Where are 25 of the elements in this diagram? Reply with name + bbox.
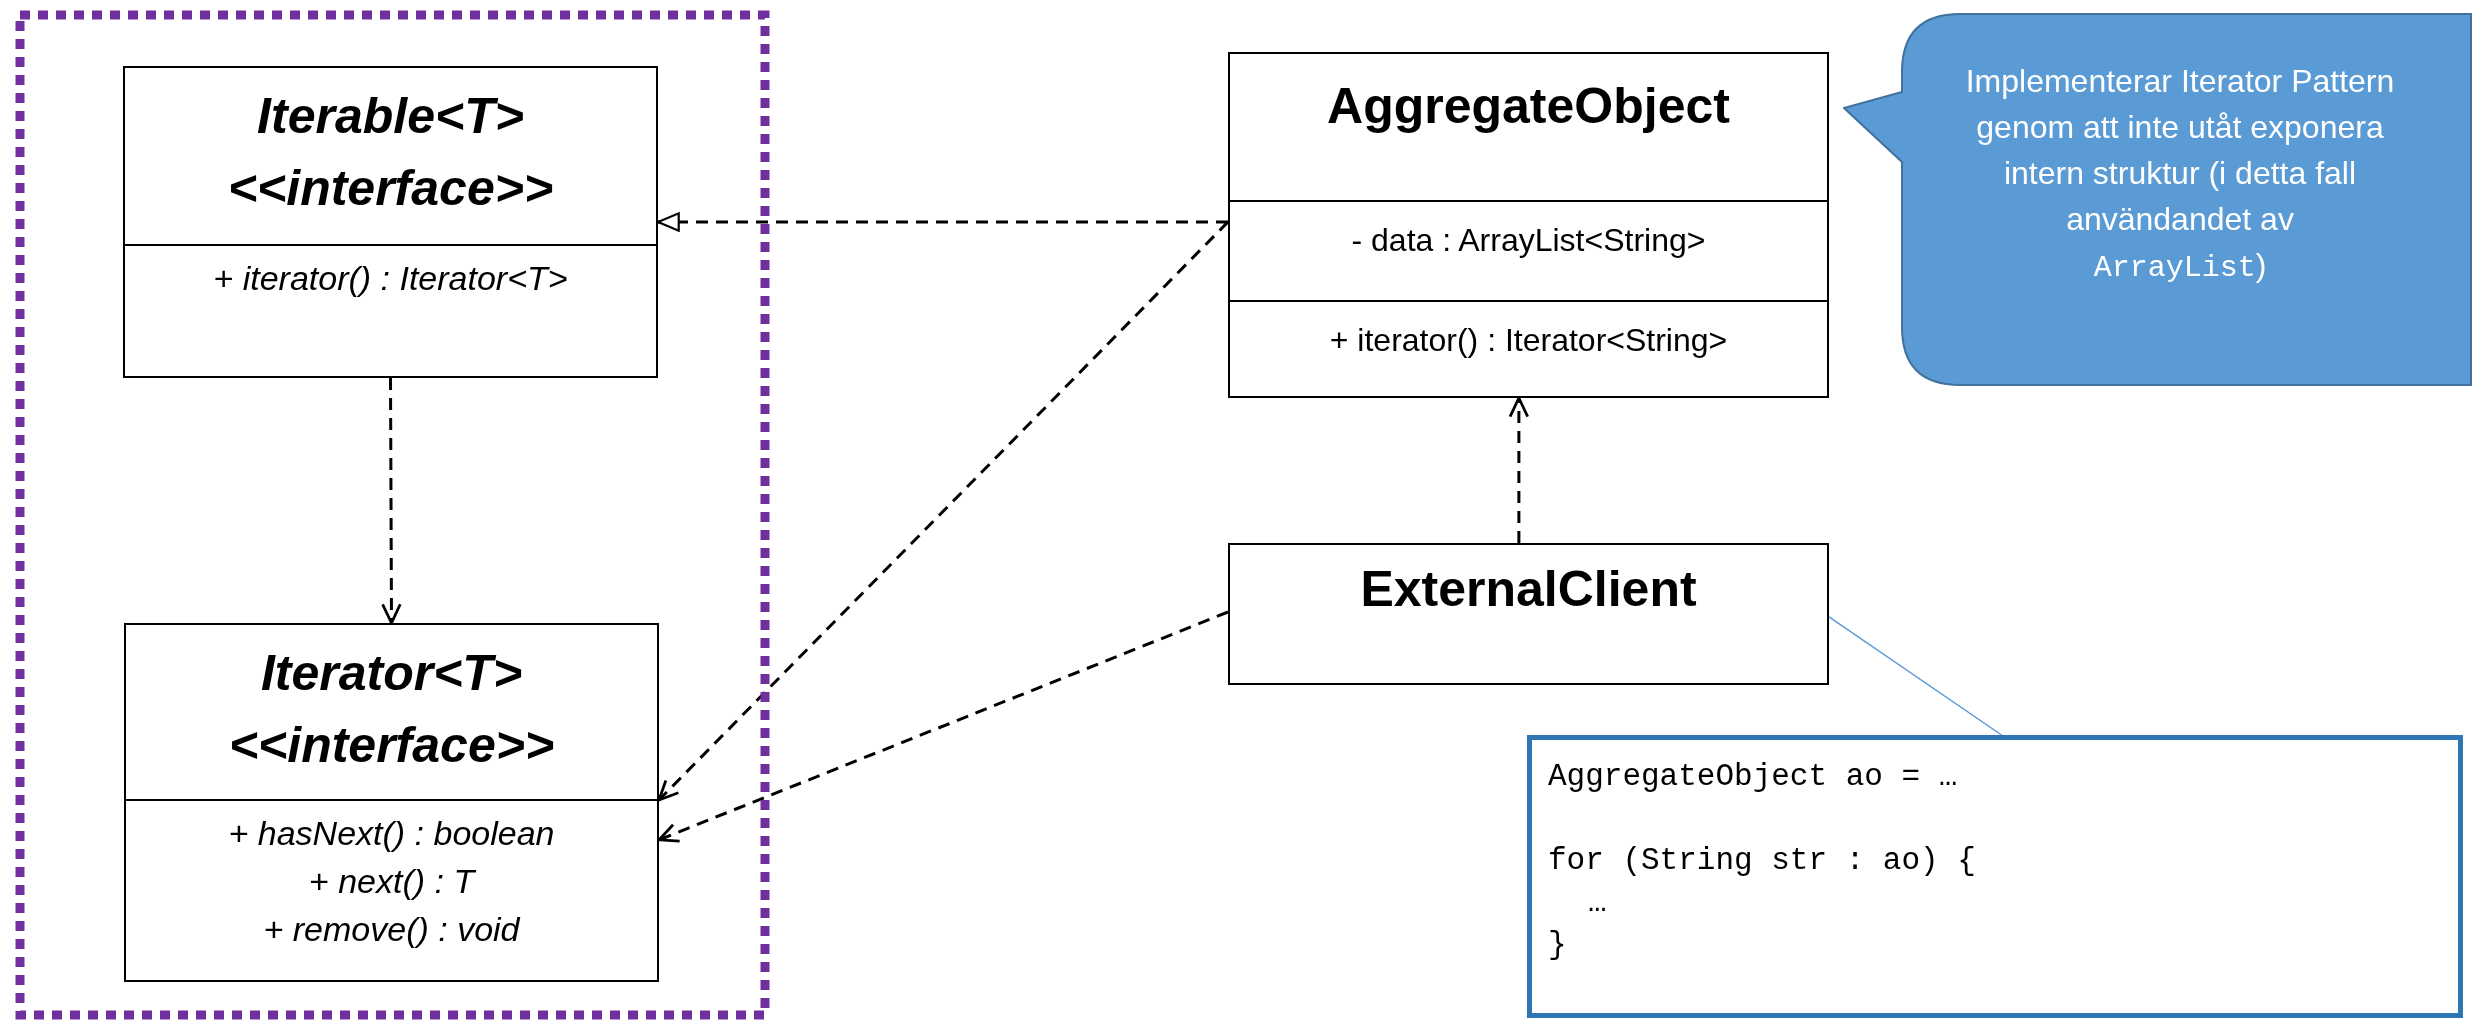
dependency-arrow bbox=[381, 378, 402, 625]
code-note bbox=[1527, 735, 2463, 1018]
code-line: AggregateObject ao = … bbox=[1548, 758, 1958, 796]
class-box bbox=[1228, 52, 1829, 398]
class-name: Iterator<T> <<interface>> bbox=[227, 644, 556, 775]
class-box bbox=[1228, 543, 1829, 685]
class-name: AggregateObject bbox=[1327, 77, 1730, 136]
class-name: ExternalClient bbox=[1360, 560, 1697, 619]
class-name: Iterable<T> <<interface>> bbox=[226, 87, 555, 218]
code-line: … bbox=[1587, 884, 1607, 922]
code-line: for (String str : ao) { bbox=[1548, 842, 1976, 880]
code-term: ArrayList bbox=[2093, 250, 2256, 287]
method-text: + iterator() : Iterator<String> bbox=[1329, 321, 1728, 360]
attribute-text: - data : ArrayList<String> bbox=[1351, 221, 1706, 260]
callout-text: ) bbox=[2255, 246, 2267, 285]
class-box bbox=[123, 66, 658, 378]
class-box bbox=[124, 623, 659, 982]
code-line: } bbox=[1548, 926, 1567, 964]
leader-line bbox=[1828, 616, 2003, 736]
method-text: + remove() : void bbox=[263, 909, 520, 950]
callout-text: Implementerar Iterator Pattern genom att inte utåt exponera intern struktur (i detta fall användandet av bbox=[1964, 62, 2396, 239]
method-text: + iterator() : Iterator<T> bbox=[213, 258, 568, 299]
dependency-arrow bbox=[1508, 396, 1530, 543]
method-text: + hasNext() : boolean bbox=[228, 813, 555, 854]
method-text: + next() : T bbox=[308, 861, 475, 902]
